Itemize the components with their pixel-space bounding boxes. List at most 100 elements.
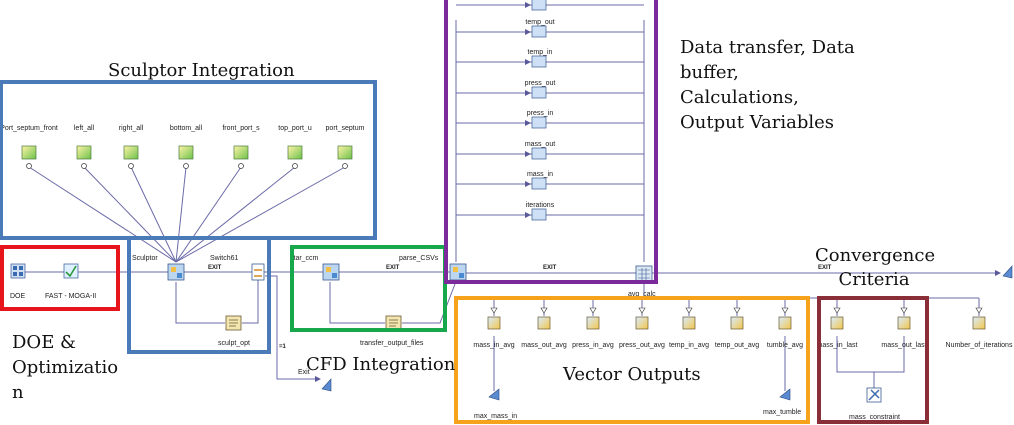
input-node-front-port-s[interactable]: front_port_s bbox=[222, 125, 260, 169]
moga-label: FAST - MOGA-II bbox=[45, 293, 96, 300]
switch-exit-label: EXIT bbox=[208, 265, 222, 271]
vector-output-temp-in-avg[interactable]: temp_in_avg bbox=[669, 307, 709, 349]
parse-exit-label: EXIT bbox=[386, 265, 400, 271]
input-label: Port_septum_front bbox=[0, 125, 58, 132]
vector-output-tumble-avg[interactable]: tumble_avg bbox=[767, 307, 803, 349]
data-group-box bbox=[444, 0, 658, 284]
data-var-icon bbox=[531, 116, 547, 129]
input-label: top_port_u bbox=[278, 125, 312, 132]
input-node-right-all[interactable]: right_all bbox=[119, 125, 144, 169]
callout-doe-line-3: n bbox=[12, 382, 24, 403]
sculptor-group-box bbox=[0, 80, 377, 240]
convergence-var-label: mass_in_last bbox=[817, 342, 858, 349]
output-label: temp_in_avg bbox=[669, 342, 709, 349]
data-var-mass-in[interactable]: mass_in bbox=[522, 171, 553, 190]
input-node-port-septum[interactable]: port_septum bbox=[326, 125, 365, 169]
data-var-label: press_in bbox=[527, 110, 554, 117]
main-exit-label: EXIT bbox=[818, 265, 832, 271]
vector-output-mass-in-avg[interactable]: mass_in_avg bbox=[473, 307, 515, 349]
convergence-var-number-of-iterations[interactable]: Number_of_iterations bbox=[946, 307, 1013, 349]
input-node-port-septum-front[interactable]: Port_septum_front bbox=[0, 125, 58, 169]
callout-convergence: Convergence Criteria bbox=[815, 244, 936, 292]
input-label: front_port_s bbox=[222, 125, 260, 132]
convergence-var-label: mass_out_last bbox=[881, 342, 926, 349]
data-var-icon bbox=[531, 0, 547, 11]
output-icon bbox=[778, 316, 792, 330]
max-mass-in-node[interactable]: max_mass_in bbox=[474, 388, 517, 420]
output-icon bbox=[487, 316, 501, 330]
output-label: mass_out_avg bbox=[521, 342, 567, 349]
callout-data-line-4: Output Variables bbox=[680, 112, 834, 133]
data-var-icon bbox=[531, 25, 547, 38]
star-ccm-label: star_ccm bbox=[290, 255, 319, 262]
mass-constraint-node[interactable]: mass_constraint bbox=[849, 387, 900, 421]
parse-csvs-label: parse_CSVs bbox=[399, 255, 439, 262]
doe-label: DOE bbox=[10, 293, 26, 300]
data-var-tumble[interactable]: Tumble bbox=[522, 0, 552, 11]
callout-doe-opt: DOE & Optimizatio n bbox=[12, 330, 118, 405]
transfer-label: transfer_output_files bbox=[360, 340, 424, 347]
output-icon bbox=[635, 316, 649, 330]
output-label: press_out_avg bbox=[619, 342, 665, 349]
avg-calc-label: avg_calc bbox=[628, 291, 656, 298]
input-node-left-all[interactable]: left_all bbox=[74, 125, 95, 169]
sculptor-label: Sculptor bbox=[132, 255, 158, 262]
moga-node[interactable]: FAST - MOGA-II bbox=[45, 263, 96, 300]
input-label: port_septum bbox=[326, 125, 365, 132]
parse-csvs-node[interactable]: parse_CSVs EXIT bbox=[386, 255, 439, 271]
input-icon bbox=[123, 145, 139, 160]
data-var-icon bbox=[531, 177, 547, 190]
vector-output-press-in-avg[interactable]: press_in_avg bbox=[572, 307, 614, 349]
input-icon bbox=[178, 145, 194, 160]
doe-node[interactable]: DOE bbox=[10, 263, 26, 300]
data-var-icon bbox=[531, 55, 547, 68]
cfd-group-box bbox=[290, 245, 447, 332]
callout-data-line-1: Data transfer, Data bbox=[680, 37, 855, 58]
vector-output-press-out-avg[interactable]: press_out_avg bbox=[619, 307, 665, 349]
max-tumble-node[interactable]: max_tumble bbox=[763, 388, 801, 416]
callout-doe-line-1: DOE & bbox=[12, 332, 77, 353]
data-var-mass-out[interactable]: mass_out bbox=[522, 141, 555, 160]
convergence-var-label: Number_of_iterations bbox=[946, 342, 1013, 349]
input-node-bottom-all[interactable]: bottom_all bbox=[170, 125, 203, 169]
output-icon bbox=[830, 316, 844, 330]
input-icon bbox=[21, 145, 37, 160]
sculpt-opt-label: sculpt_opt bbox=[218, 340, 250, 347]
equals-one-label: =1 bbox=[279, 344, 287, 350]
data-var-icon bbox=[531, 208, 547, 221]
data-var-temp-out[interactable]: temp_out bbox=[522, 19, 555, 38]
switch-exit-node[interactable]: Exit =1 bbox=[279, 344, 332, 392]
callout-doe-line-2: Optimizatio bbox=[12, 357, 119, 378]
data-var-press-in[interactable]: press_in bbox=[522, 110, 554, 129]
doe-group-box bbox=[0, 245, 120, 311]
data-var-temp-in[interactable]: temp_in bbox=[522, 49, 553, 68]
data-hub-node[interactable] bbox=[449, 263, 467, 281]
output-label: temp_out_avg bbox=[715, 342, 759, 349]
data-var-iterations[interactable]: iterations bbox=[522, 202, 555, 221]
switch-node[interactable]: Switch61 EXIT bbox=[208, 255, 265, 281]
sculpt-opt-node[interactable]: sculpt_opt bbox=[218, 315, 250, 347]
data-var-label: mass_out bbox=[525, 141, 555, 148]
mass-constraint-label: mass_constraint bbox=[849, 414, 900, 421]
end-node[interactable] bbox=[1002, 265, 1013, 279]
vector-output-temp-out-avg[interactable]: temp_out_avg bbox=[715, 307, 759, 349]
vector-output-mass-out-avg[interactable]: mass_out_avg bbox=[521, 307, 567, 349]
convergence-box bbox=[817, 296, 929, 424]
star-ccm-node[interactable]: star_ccm bbox=[290, 255, 340, 281]
sculptor-node[interactable]: Sculptor bbox=[132, 255, 185, 281]
data-var-press-out[interactable]: press_out bbox=[522, 80, 555, 99]
callout-conv-line-1: Convergence bbox=[815, 245, 936, 266]
output-label: tumble_avg bbox=[767, 342, 803, 349]
input-label: left_all bbox=[74, 125, 95, 132]
convergence-var-mass-in-last[interactable]: mass_in_last bbox=[817, 307, 858, 349]
convergence-var-mass-out-last[interactable]: mass_out_last bbox=[881, 307, 927, 349]
data-var-icon bbox=[531, 147, 547, 160]
output-icon bbox=[537, 316, 551, 330]
input-icon bbox=[287, 145, 303, 160]
input-node-top-port-u[interactable]: top_port_u bbox=[278, 125, 312, 169]
transfer-node[interactable]: transfer_output_files bbox=[360, 315, 424, 347]
input-label: bottom_all bbox=[170, 125, 203, 132]
input-icon bbox=[233, 145, 249, 160]
callout-data-line-3: Calculations, bbox=[680, 87, 799, 108]
